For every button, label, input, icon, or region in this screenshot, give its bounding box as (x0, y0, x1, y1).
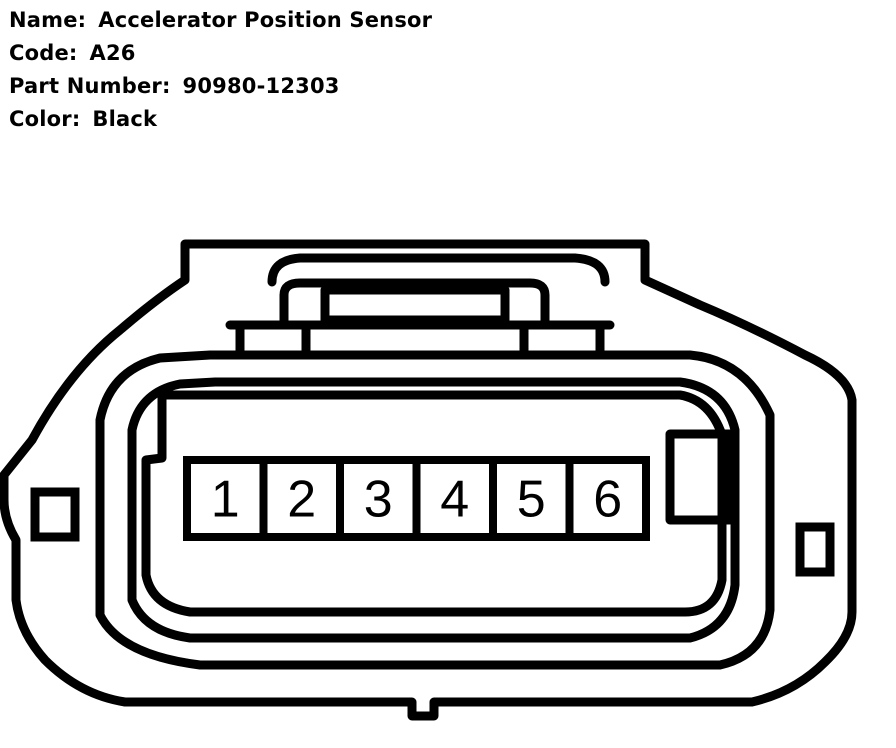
inner-wall-2 (127, 377, 740, 643)
pin-number-2: 2 (287, 471, 316, 529)
part-number-value: 90980-12303 (182, 74, 340, 98)
name-value: Accelerator Position Sensor (98, 8, 433, 32)
latch-top (267, 253, 610, 287)
name-label: Name: (9, 8, 87, 32)
pin-number-3: 3 (364, 471, 393, 529)
right-side-tab (795, 522, 835, 577)
connector-outer-housing (0, 239, 857, 721)
pin-number-6: 6 (593, 471, 622, 529)
code-row: Code: A26 (9, 37, 432, 70)
name-row: Name: Accelerator Position Sensor (9, 4, 432, 37)
left-side-tab (30, 487, 80, 542)
part-number-row: Part Number: 90980-12303 (9, 70, 432, 103)
part-number-label: Part Number: (9, 74, 171, 98)
color-label: Color: (9, 107, 81, 131)
inner-wall-1 (95, 350, 775, 670)
color-row: Color: Black (9, 103, 432, 136)
pin-cavity-6 (565, 456, 650, 541)
code-value: A26 (89, 41, 136, 65)
pin-number-4: 4 (440, 471, 469, 529)
code-label: Code: (9, 41, 78, 65)
lock-lever (320, 285, 510, 325)
pin-number-5: 5 (517, 471, 546, 529)
connector-info: Name: Accelerator Position Sensor Code: A2… (9, 4, 432, 136)
connector-key (665, 429, 735, 525)
lock-housing (279, 278, 550, 330)
color-value: Black (92, 107, 158, 131)
connector-insert (141, 390, 727, 617)
pin-number-1: 1 (211, 471, 240, 529)
